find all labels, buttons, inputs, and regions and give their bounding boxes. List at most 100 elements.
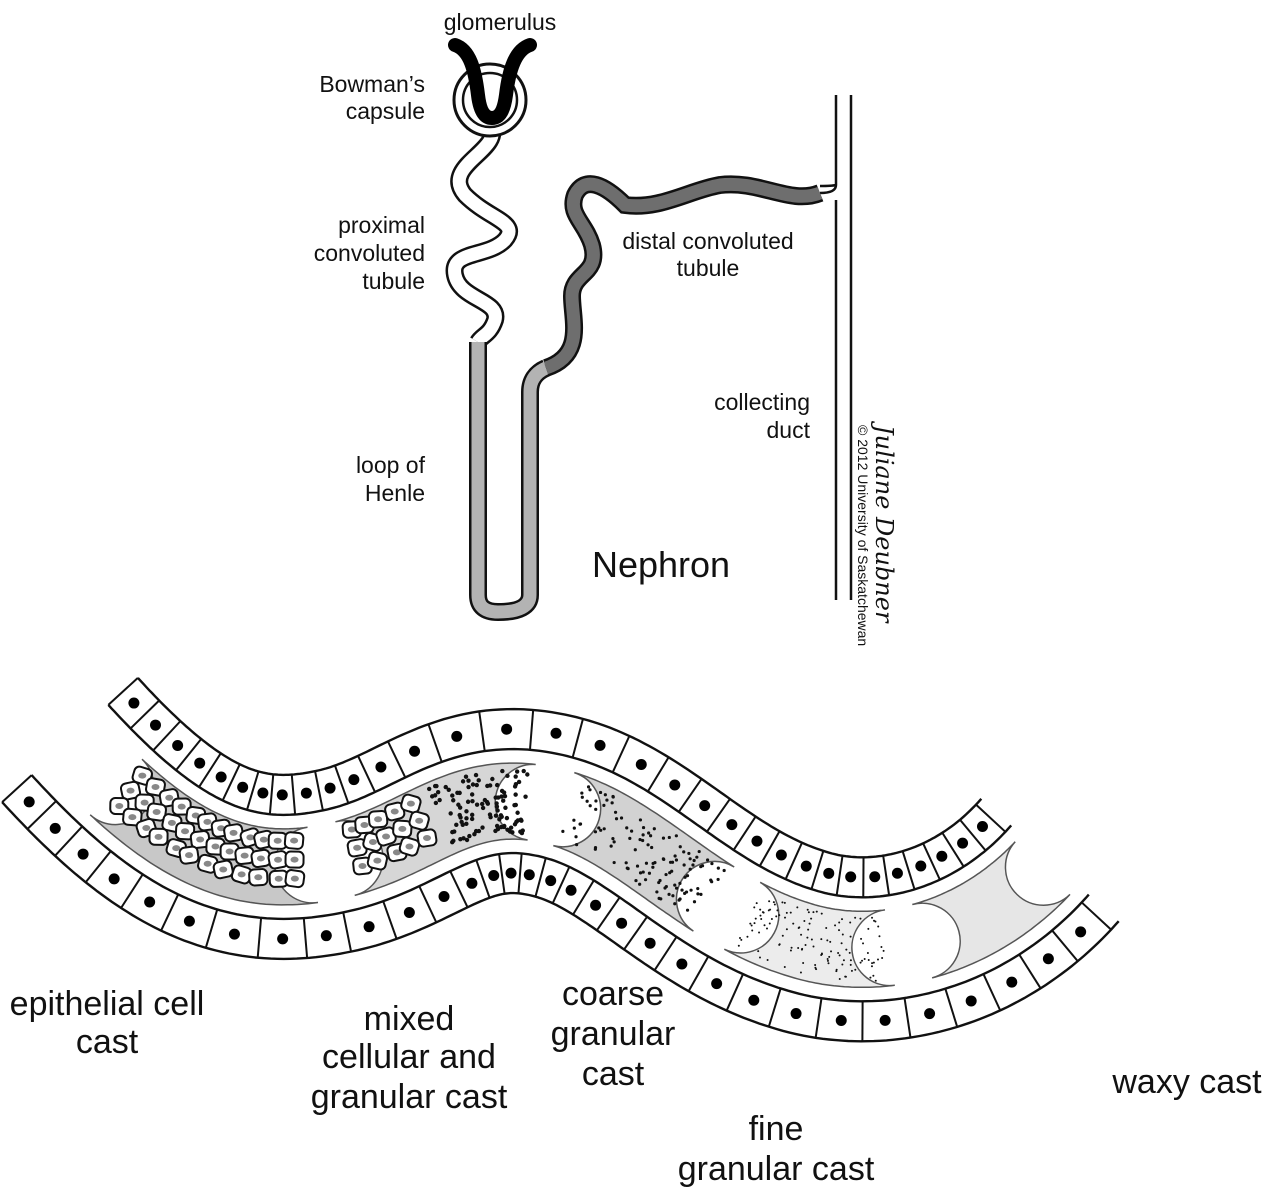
fine-granule	[830, 950, 832, 952]
coarse-granule	[620, 816, 623, 819]
label-glomerulus: glomerulus	[444, 9, 557, 35]
fine-granule	[844, 976, 846, 978]
fine-granule	[872, 975, 874, 977]
coarse-granule	[663, 886, 666, 889]
fine-granule	[771, 918, 773, 920]
coarse-granule	[625, 826, 628, 829]
cast-cell-nucleus	[185, 852, 193, 858]
fine-granule	[756, 902, 758, 904]
cast-cell-nucleus	[369, 839, 377, 845]
coarse-granule	[502, 790, 506, 794]
fine-granule	[827, 958, 829, 960]
cell-nucleus	[892, 868, 903, 879]
cell-nucleus	[1075, 926, 1086, 937]
coarse-granule	[678, 898, 681, 901]
coarse-granule	[698, 850, 701, 853]
coarse-granule	[641, 839, 644, 842]
cast-cell-nucleus	[138, 773, 146, 779]
cell-nucleus	[880, 1015, 891, 1026]
fine-granule	[796, 906, 798, 908]
coarse-granule	[630, 830, 633, 833]
fine-granule	[841, 963, 843, 965]
coarse-granule	[687, 852, 690, 855]
coarse-granule	[490, 777, 494, 781]
fine-granule	[869, 977, 871, 979]
cast-cell-nucleus	[181, 828, 189, 834]
coarse-granule	[513, 774, 517, 778]
label-mixed-2: cellular and	[322, 1038, 496, 1076]
label-epithelial-1: epithelial cell	[10, 985, 205, 1023]
coarse-granule	[691, 863, 694, 866]
fine-granule	[867, 952, 869, 954]
cast-cell-nucleus	[238, 871, 246, 877]
cast-cell-nucleus	[254, 874, 262, 880]
coarse-granule	[499, 825, 503, 829]
coarse-granule	[671, 894, 674, 897]
coarse-granule	[668, 836, 671, 839]
cast-cell-nucleus	[211, 843, 219, 849]
fine-granule	[801, 948, 803, 950]
coarse-granule	[642, 833, 645, 836]
cell-nucleus	[257, 788, 268, 799]
coarse-granule	[603, 827, 606, 830]
coarse-granule	[683, 863, 686, 866]
fine-granule	[769, 909, 771, 911]
cell-border	[679, 779, 702, 812]
fine-granule	[774, 903, 776, 905]
label-epithelial-2: cast	[76, 1023, 139, 1061]
cell-nucleus	[924, 1008, 935, 1019]
fine-granule	[873, 920, 875, 922]
fine-granule	[828, 962, 830, 964]
fine-granule	[759, 915, 761, 917]
cell-border	[499, 854, 505, 894]
coarse-granule	[458, 805, 462, 809]
coarse-granule	[509, 825, 513, 829]
credit: Juliane Deubner © 2012 University of Sas…	[855, 420, 898, 646]
cell-border	[760, 831, 780, 866]
coarse-granule	[436, 790, 440, 794]
fine-granule	[768, 900, 770, 902]
cell-nucleus	[636, 759, 647, 770]
cell-nucleus	[566, 885, 577, 896]
cast-cell-nucleus	[291, 876, 299, 882]
fine-granule	[871, 965, 873, 967]
cast-cell-nucleus	[204, 861, 212, 867]
coarse-granule	[444, 785, 448, 789]
coarse-granule	[611, 801, 614, 804]
cast-cell-nucleus	[353, 845, 361, 851]
fine-granule	[862, 942, 864, 944]
cell-nucleus	[194, 758, 205, 769]
fine-granule	[782, 935, 784, 937]
cell-nucleus	[488, 870, 499, 881]
coarse-granule	[602, 804, 605, 807]
cell-border	[518, 853, 521, 893]
cell-nucleus	[977, 821, 988, 832]
coarse-granule	[589, 804, 592, 807]
coarse-granule	[594, 830, 597, 833]
loop-of-henle-fill	[478, 342, 546, 612]
cell-nucleus	[1043, 953, 1054, 964]
fine-granule	[850, 959, 852, 961]
coarse-granule	[651, 866, 654, 869]
fine-granule	[825, 927, 827, 929]
cell-nucleus	[836, 1015, 847, 1026]
coarse-granule	[586, 800, 589, 803]
cell-nucleus	[109, 873, 120, 884]
fine-granule	[814, 964, 816, 966]
coarse-granule	[706, 858, 709, 861]
coarse-granule	[675, 887, 678, 890]
fine-granule	[814, 967, 816, 969]
collecting-duct	[820, 95, 851, 600]
cast-cell-nucleus	[275, 876, 283, 882]
cell-border	[648, 757, 669, 791]
coarse-granule	[461, 779, 465, 783]
coarse-granule	[470, 799, 474, 803]
coarse-granule	[573, 827, 576, 830]
coarse-granule	[594, 848, 597, 851]
cell-border	[573, 880, 594, 914]
cell-nucleus	[150, 720, 161, 731]
cell-border	[816, 998, 822, 1038]
cell-border	[270, 774, 273, 814]
fine-granule	[816, 911, 818, 913]
cast-cell-nucleus	[274, 857, 282, 863]
